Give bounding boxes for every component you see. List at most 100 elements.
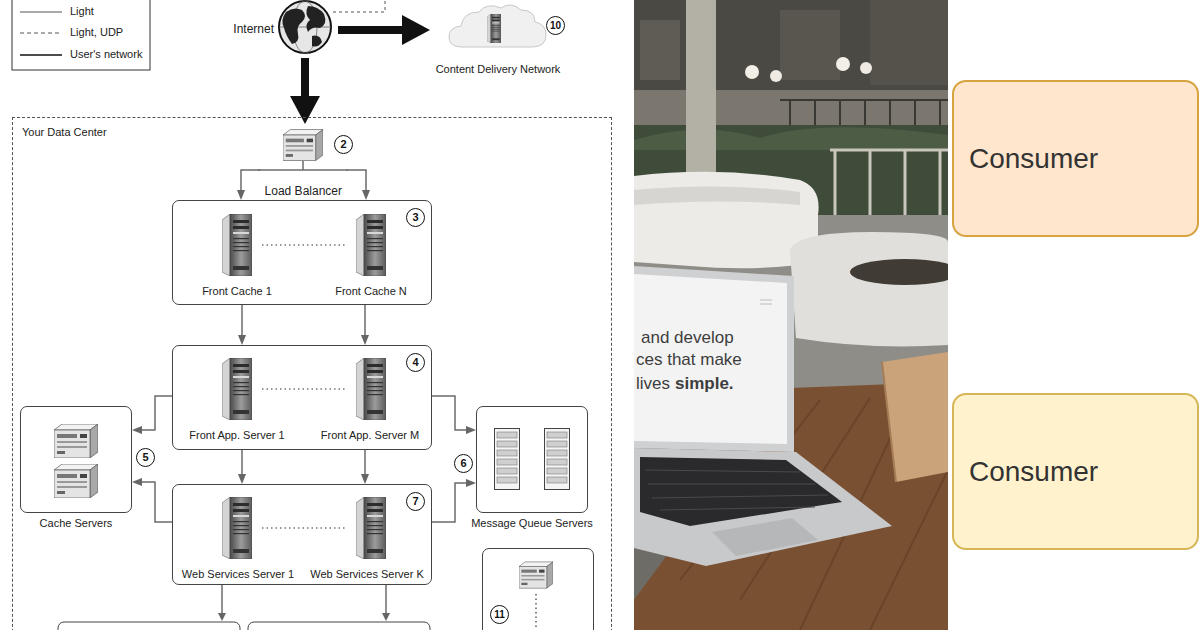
server-icons (222, 497, 252, 559)
laptop-photo (634, 274, 787, 444)
server-node: Front Cache N (331, 212, 411, 298)
server-icons (356, 358, 386, 420)
connector-arrow (241, 170, 260, 197)
laptop-photo (634, 266, 794, 452)
label-wrap: lives (636, 374, 670, 394)
legend-text: Light, UDP (70, 26, 123, 39)
server-dotted-line (262, 527, 346, 528)
udp-dashed-line (333, 0, 385, 12)
server-tier-box: 4Front App. Server 1Front App. Server M (172, 345, 432, 450)
globe-icon (306, 6, 325, 32)
laptop-photo (634, 125, 948, 215)
legend-entry: Light (70, 5, 94, 18)
server-dotted-line (535, 594, 536, 630)
label-wrap: 6 (454, 454, 473, 473)
globe-icon (282, 8, 305, 44)
laptop-photo (860, 62, 872, 74)
legend-line (20, 33, 62, 34)
laptop-photo (640, 457, 842, 526)
globe-icon (312, 36, 322, 47)
laptop-photo (634, 0, 948, 630)
cloud-icon (487, 14, 501, 43)
cdn-node: Content Delivery Network (430, 0, 566, 80)
laptop-photo (634, 186, 800, 205)
node-label: Front App. Server M (321, 429, 419, 442)
server-icons (54, 464, 98, 498)
node-label: Load Balancer (265, 184, 342, 198)
server-icons (495, 429, 520, 490)
connector-arrow (241, 450, 243, 481)
server-icons (222, 214, 252, 276)
screen-text: simple. (675, 374, 734, 394)
lower-tier-box (218, 613, 226, 621)
label-wrap: 10 (546, 16, 565, 35)
node-label: Internet (233, 22, 274, 36)
connector-arrow (432, 396, 473, 430)
callout-number: 11 (490, 605, 509, 624)
label-wrap: ces that make (636, 350, 742, 370)
callout-number: 4 (406, 353, 425, 372)
server-dotted-line (262, 388, 346, 389)
legend-frame (12, 0, 150, 70)
server-tier-box: 7Web Services Server 1 Web Services Serve… (172, 484, 432, 585)
network-arrow (338, 26, 410, 34)
server-group-box: Cache Servers (20, 406, 132, 513)
laptop-photo (745, 65, 759, 79)
laptop-photo (640, 20, 680, 80)
globe-icon (279, 1, 331, 53)
consumer-box: Consumer (952, 393, 1199, 550)
node-label: Web Services Server 1 (182, 568, 294, 581)
lower-tier-box (58, 622, 240, 630)
data-center-region: Your Data CenterLoad Balancer3Front Cach… (12, 117, 612, 630)
server-tier-box: 3Front Cache 1Front Cache N (172, 200, 432, 305)
network-arrow (301, 58, 309, 104)
legend-line (20, 12, 62, 13)
lower-tier-box (385, 585, 387, 614)
laptop-photo (645, 470, 828, 510)
split-wire (302, 161, 304, 170)
connector-arrow (432, 483, 473, 522)
node-label: Web Services Server K (310, 568, 424, 581)
cloud-icon (449, 5, 546, 47)
node-label: Front Cache 1 (202, 285, 272, 298)
lower-tier-box (58, 585, 430, 630)
laptop-photo (686, 0, 716, 200)
globe-icon (279, 1, 331, 53)
server-node: Web Services Server K (306, 495, 428, 581)
laptop-photo (634, 90, 948, 130)
load-balancer: Load Balancer (260, 124, 346, 198)
consumer-box: Consumer (952, 80, 1199, 237)
node-label: Content Delivery Network (436, 63, 561, 76)
node-label: Consumer (969, 455, 1098, 489)
server-node: Front Cache 1 (198, 212, 276, 298)
node-label: Cache Servers (40, 517, 113, 530)
laptop-photo (790, 232, 948, 346)
laptop-photo (712, 518, 818, 556)
laptop-photo (634, 0, 948, 630)
legend-text: User's network (70, 48, 142, 61)
server-icons (356, 214, 386, 276)
connector-arrow (364, 305, 366, 342)
callout-number: 7 (406, 492, 425, 511)
server-icons (54, 424, 98, 458)
callout-number: 10 (546, 16, 565, 35)
laptop-photo (634, 0, 948, 95)
laptop-photo (850, 259, 948, 285)
legend-entry: Light, UDP (70, 26, 123, 39)
connector-arrow (241, 305, 243, 342)
node-label: Front Cache N (335, 285, 407, 298)
server-icons (283, 130, 323, 161)
connector-arrow (135, 396, 172, 430)
label-wrap: simple. (675, 374, 734, 394)
laptop-photo (760, 300, 772, 304)
server-dotted-line (262, 245, 536, 630)
node-label: Your Data Center (22, 126, 602, 139)
server-icons (222, 358, 252, 420)
label-wrap: 5 (136, 448, 155, 467)
server-node: Web Services Server 1 (178, 495, 299, 581)
lower-tier-box (221, 585, 223, 614)
lower-tier-box (248, 622, 430, 630)
split-wire (258, 169, 348, 171)
callout-number: 5 (136, 448, 155, 467)
server-group-box: Message Queue Servers (476, 406, 588, 513)
